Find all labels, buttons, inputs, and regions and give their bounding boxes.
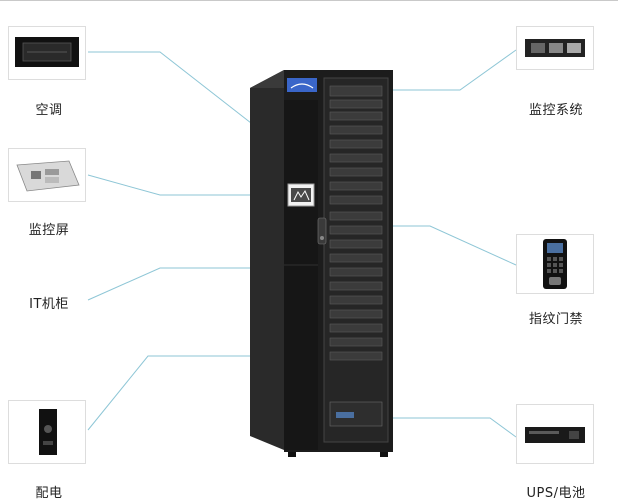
leader-line-ac	[88, 51, 261, 131]
rack-units	[329, 85, 383, 361]
leader-line-monitor-screen	[87, 174, 285, 196]
thumb-ups-battery	[516, 404, 594, 464]
label-monitoring-system: 监控系统	[528, 103, 584, 118]
leader-line-ups-battery	[362, 417, 517, 438]
ac-icon	[15, 37, 79, 67]
label-monitor-screen: 监控屏	[28, 223, 70, 238]
monitoring-system-icon	[525, 39, 585, 57]
label-power-distribution: 配电	[35, 486, 63, 501]
thumb-ac	[8, 26, 86, 80]
cabinet-side-panel	[250, 70, 284, 450]
top-border	[0, 0, 618, 1]
cabinet-left-door	[284, 100, 318, 450]
thumb-fingerprint-access	[516, 234, 594, 294]
label-fingerprint-access: 指纹门禁	[528, 312, 584, 327]
leader-line-power-distribution	[87, 355, 298, 431]
label-ac: 空调	[35, 103, 63, 118]
thumb-power-distribution	[8, 400, 86, 464]
label-it-cabinet: IT机柜	[29, 297, 69, 312]
monitor-screen-icon	[16, 160, 80, 192]
leader-line-monitoring-system	[380, 49, 517, 91]
label-ups-battery: UPS/电池	[526, 486, 586, 501]
cabinet-logo	[287, 78, 317, 92]
thumb-monitoring-system	[516, 26, 594, 70]
thumb-monitor-screen	[8, 148, 86, 202]
cabinet-fingerprint-lock	[317, 217, 327, 245]
power-distribution-icon	[39, 409, 57, 455]
ups-battery-icon	[525, 427, 585, 443]
fingerprint-access-icon	[543, 239, 567, 289]
